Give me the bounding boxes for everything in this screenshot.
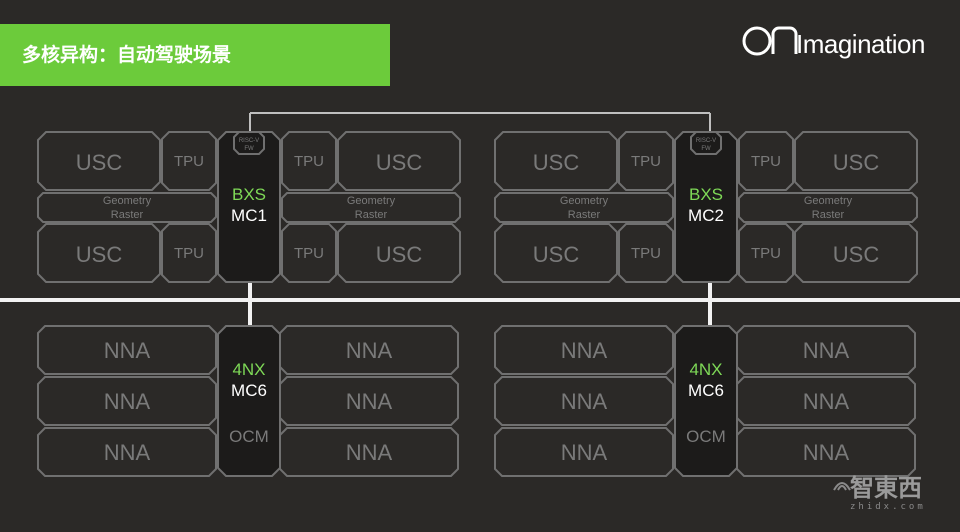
nna-label: NNA [803, 440, 850, 465]
tpu-label: TPU [294, 153, 324, 170]
logo-wordmark: Imagination [796, 29, 925, 59]
nna-label: NNA [104, 338, 151, 363]
usc-block [794, 223, 918, 283]
usc-block [494, 131, 618, 191]
riscv-fw-block [233, 131, 265, 155]
usc-label: USC [533, 242, 580, 267]
geometry-raster-block [494, 192, 674, 223]
bxs-label: BXS [689, 185, 723, 204]
tpu-block [281, 223, 337, 283]
wifi-icon [833, 482, 851, 491]
bxs-core-block [217, 131, 281, 283]
tpu-block [738, 131, 794, 191]
tpu-label: TPU [294, 245, 324, 262]
nna-block [494, 325, 674, 375]
usc-label: USC [76, 150, 123, 175]
geometry-raster-block [37, 192, 217, 223]
nna-label: NNA [104, 389, 151, 414]
usc-label: USC [76, 242, 123, 267]
geometry-raster-block [738, 192, 918, 223]
title-banner [0, 24, 390, 86]
nna-label: NNA [561, 389, 608, 414]
watermark-text: 智東西 [850, 474, 922, 502]
raster-label: Raster [568, 209, 601, 221]
nna-label: NNA [346, 338, 393, 363]
nna-block [494, 376, 674, 426]
nx-label: 4NX [232, 360, 265, 379]
raster-label: Raster [111, 209, 144, 221]
tpu-block [738, 223, 794, 283]
nna-label: NNA [803, 338, 850, 363]
nna-label: NNA [346, 389, 393, 414]
usc-block [337, 131, 461, 191]
usc-label: USC [376, 150, 423, 175]
core-id-label: MC6 [688, 381, 724, 400]
nx-label: 4NX [689, 360, 722, 379]
core-id-label: MC2 [688, 206, 724, 225]
nna-label: NNA [561, 440, 608, 465]
nna-block [37, 376, 217, 426]
riscv-label: RISC-V [239, 138, 259, 144]
ocm-label: OCM [229, 427, 269, 446]
core-id-label: MC6 [231, 381, 267, 400]
nna-label: NNA [346, 440, 393, 465]
geometry-label: Geometry [103, 195, 152, 207]
nna-block [494, 427, 674, 477]
nna-label: NNA [561, 338, 608, 363]
imagination-logo-icon [742, 26, 798, 56]
fw-label: FW [701, 146, 711, 152]
slide-title: 多核异构：自动驾驶场景 [22, 44, 232, 66]
tpu-block [281, 131, 337, 191]
usc-label: USC [533, 150, 580, 175]
fw-label: FW [244, 146, 254, 152]
raster-label: Raster [812, 209, 845, 221]
tpu-label: TPU [631, 245, 661, 262]
tpu-block [161, 131, 217, 191]
nx-core-block [217, 325, 281, 477]
riscv-label: RISC-V [696, 138, 716, 144]
raster-label: Raster [355, 209, 388, 221]
riscv-fw-block [690, 131, 722, 155]
usc-block [37, 223, 161, 283]
geometry-label: Geometry [347, 195, 396, 207]
tpu-label: TPU [751, 153, 781, 170]
bxs-core-block [674, 131, 738, 283]
usc-label: USC [833, 150, 880, 175]
usc-block [794, 131, 918, 191]
usc-block [37, 131, 161, 191]
tpu-block [618, 131, 674, 191]
nna-block [37, 427, 217, 477]
usc-label: USC [833, 242, 880, 267]
tpu-label: TPU [174, 245, 204, 262]
usc-label: USC [376, 242, 423, 267]
usc-block [337, 223, 461, 283]
bxs-label: BXS [232, 185, 266, 204]
nna-block [37, 325, 217, 375]
ocm-label: OCM [686, 427, 726, 446]
geometry-raster-block [281, 192, 461, 223]
watermark-url: zhidx.com [850, 502, 926, 512]
tpu-label: TPU [751, 245, 781, 262]
nna-label: NNA [104, 440, 151, 465]
tpu-label: TPU [631, 153, 661, 170]
geometry-label: Geometry [804, 195, 853, 207]
tpu-block [161, 223, 217, 283]
nx-core-block [674, 325, 738, 477]
core-id-label: MC1 [231, 206, 267, 225]
tpu-block [618, 223, 674, 283]
usc-block [494, 223, 618, 283]
nna-label: NNA [803, 389, 850, 414]
tpu-label: TPU [174, 153, 204, 170]
geometry-label: Geometry [560, 195, 609, 207]
